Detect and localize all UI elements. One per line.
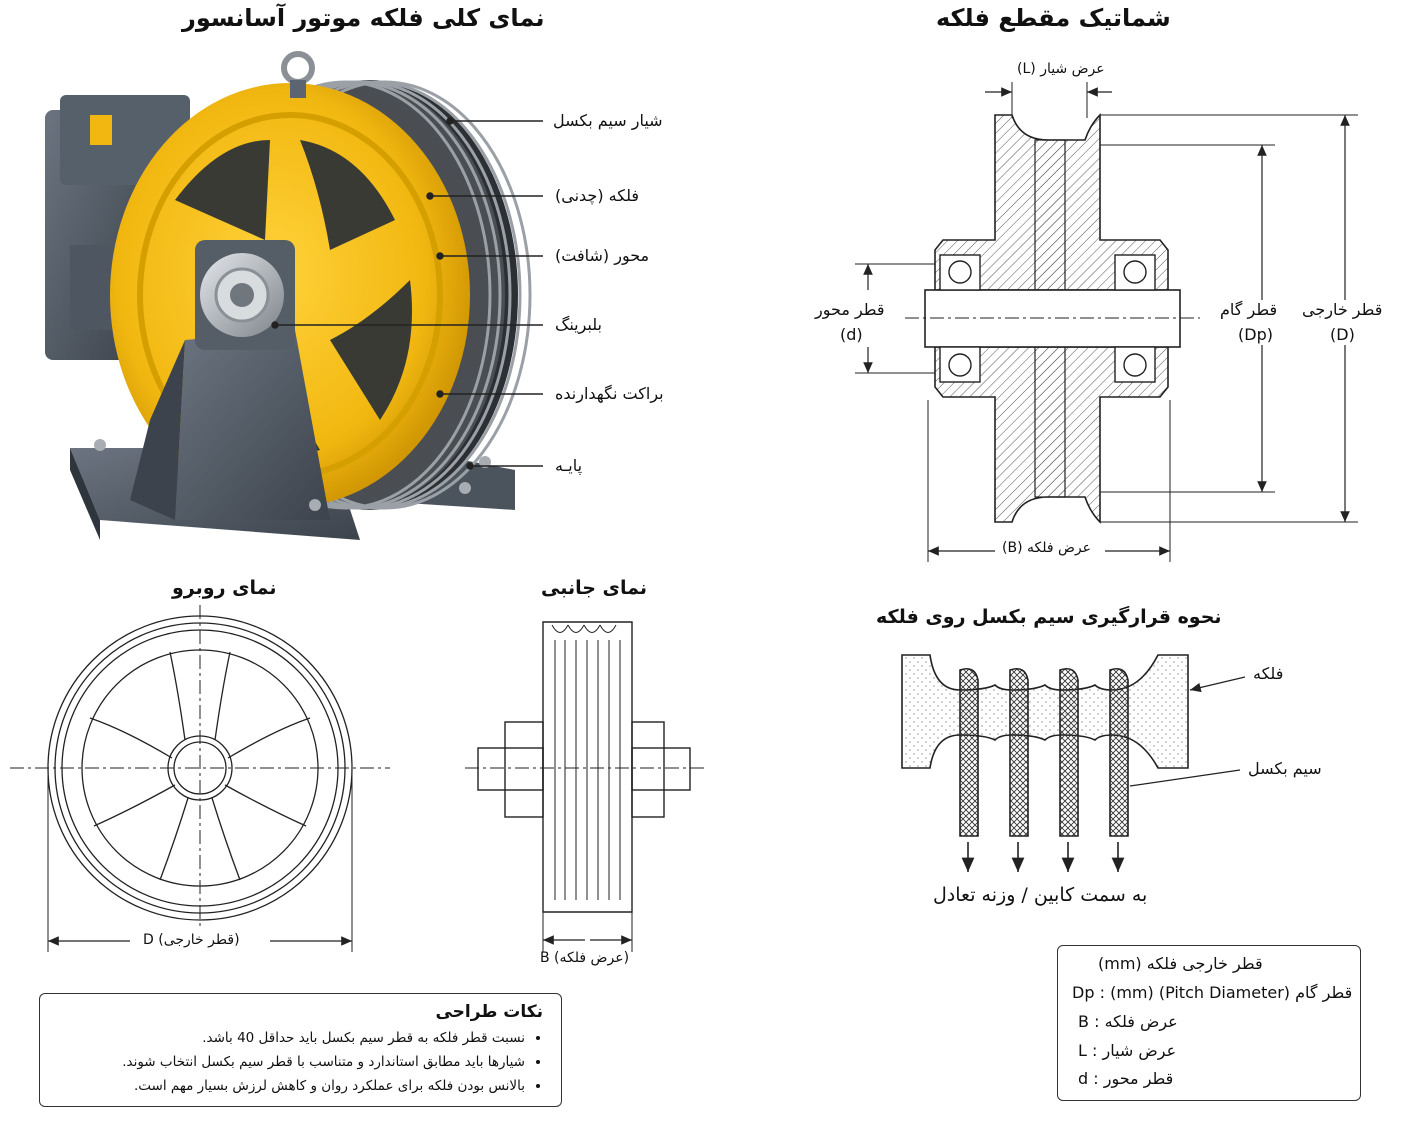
callout-sheave: فلکه (چدنی) xyxy=(555,186,640,205)
legend-row-groove: L : عرض شیار xyxy=(1078,1041,1176,1060)
dim-pitch-diameter: قطر گام xyxy=(1220,300,1278,319)
dim-shaft-symbol: (d) xyxy=(840,325,863,344)
side-dim-label: B (عرض فلکه) xyxy=(540,950,630,966)
legend-text: عرض فلکه xyxy=(1104,1012,1178,1031)
callout-shaft: محور (شافت) xyxy=(555,246,650,265)
legend-row-width: B : عرض فلکه xyxy=(1078,1012,1178,1031)
legend-symbol: L xyxy=(1078,1041,1087,1060)
legend-text: قطر خارجی فلکه (mm) xyxy=(1098,954,1263,973)
side-view-drawing xyxy=(465,621,705,952)
legend-colon: : xyxy=(1093,1069,1104,1088)
legend-symbol: B xyxy=(1078,1012,1089,1031)
legend-text: عرض شیار xyxy=(1102,1041,1177,1060)
callout-bracket: براکت نگهدارنده xyxy=(555,384,664,403)
dim-sheave-width: عرض فلکه (B) xyxy=(1000,540,1094,556)
design-notes-box: نکات طراحی نسبت قطر فلکه به قطر سیم بکسل… xyxy=(39,993,562,1107)
design-note-item: نسبت قطر فلکه به قطر سیم بکسل باید حداقل… xyxy=(50,1026,525,1050)
section-schematic xyxy=(855,82,1358,562)
dim-outer-symbol: (D) xyxy=(1330,325,1355,344)
legend-box: قطر خارجی فلکه (mm) Dp : قطر گام (Pitch … xyxy=(1057,945,1361,1101)
motor-title: نمای کلی فلکه موتور آسانسور xyxy=(182,4,545,32)
design-notes-title: نکات طراحی xyxy=(435,1002,543,1022)
motor-illustration xyxy=(45,51,543,540)
rope-title: نحوه قرارگیری سیم بکسل روی فلکه xyxy=(876,606,1222,628)
rope-direction: به سمت کابین / وزنه تعادل xyxy=(933,884,1148,906)
legend-symbol: d xyxy=(1078,1069,1089,1088)
dim-groove-width: عرض شیار (L) xyxy=(1017,61,1105,77)
design-note-item: بالانس بودن فلکه برای عملکرد روان و کاهش… xyxy=(50,1074,525,1098)
callout-base: پایـه xyxy=(555,456,583,475)
front-dim-label: D (قطر خارجی) xyxy=(140,932,243,948)
callout-bearing: بلبرینگ xyxy=(555,315,603,334)
side-view-title: نمای جانبی xyxy=(541,577,647,599)
dim-outer-diameter: قطر خارجی xyxy=(1302,300,1383,319)
legend-text: قطر گام (Pitch Diameter) (mm) xyxy=(1110,983,1353,1002)
callout-rope-groove: شیار سیم بکسل xyxy=(553,111,663,130)
front-view-drawing xyxy=(10,605,390,952)
design-notes-list: نسبت قطر فلکه به قطر سیم بکسل باید حداقل… xyxy=(40,1026,561,1098)
legend-colon: : xyxy=(1099,983,1111,1002)
legend-colon: : xyxy=(1092,1041,1103,1060)
legend-row-shaft: d : قطر محور xyxy=(1078,1069,1173,1088)
dim-shaft-diameter: قطر محور xyxy=(815,300,885,319)
rope-diagram xyxy=(901,654,1246,872)
section-title: شماتیک مقطع فلکه xyxy=(936,4,1171,32)
front-view-title: نمای روبرو xyxy=(172,577,277,599)
legend-row-outer: قطر خارجی فلکه (mm) xyxy=(1098,954,1263,973)
legend-symbol: Dp xyxy=(1072,983,1095,1002)
rope-label-rope: سیم بکسل xyxy=(1248,759,1322,778)
legend-colon: : xyxy=(1094,1012,1105,1031)
rope-label-sheave: فلکه xyxy=(1253,664,1284,683)
design-note-item: شیارها باید مطابق استاندارد و متناسب با … xyxy=(50,1050,525,1074)
dim-pitch-symbol: (Dp) xyxy=(1238,325,1273,344)
legend-text: قطر محور xyxy=(1103,1069,1174,1088)
legend-row-pitch: Dp : قطر گام (Pitch Diameter) (mm) xyxy=(1072,983,1352,1002)
